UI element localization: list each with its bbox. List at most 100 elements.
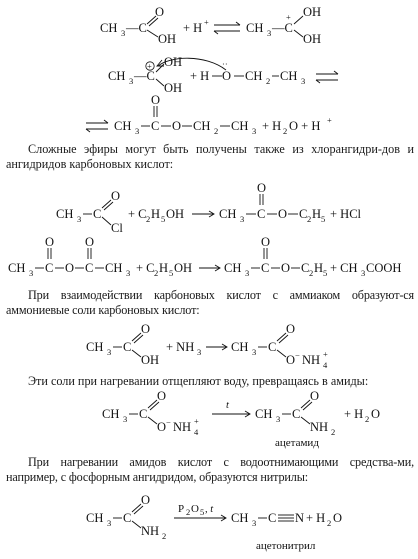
svg-text:+ NH: + NH <box>166 340 194 354</box>
eq7-heating-arrow: t <box>212 400 251 418</box>
svg-text:O: O <box>261 235 270 249</box>
svg-text:O: O <box>257 181 266 195</box>
svg-text:C: C <box>151 119 159 133</box>
svg-text:CH: CH <box>255 407 272 421</box>
svg-text:O: O <box>310 389 319 403</box>
svg-text:O: O <box>85 235 94 249</box>
svg-text:CH: CH <box>100 21 117 35</box>
svg-text:O: O <box>111 189 120 203</box>
svg-text:3: 3 <box>29 268 33 278</box>
svg-text:OH: OH <box>166 207 184 221</box>
svg-text:+ H: + H <box>262 119 281 133</box>
svg-text:NH: NH <box>302 353 320 367</box>
svg-text:O: O <box>333 511 342 525</box>
svg-text:O: O <box>157 420 166 434</box>
eq1-equilibrium-arrow <box>213 21 241 35</box>
eq6-acetic-acid: CH 3 C O OH <box>86 322 159 367</box>
svg-text:H: H <box>314 261 323 275</box>
svg-text:N: N <box>295 511 304 525</box>
svg-text:O: O <box>286 322 295 336</box>
svg-text:2: 2 <box>365 414 369 424</box>
eq7-water: + H 2 O <box>344 407 380 424</box>
svg-text:C: C <box>85 261 93 275</box>
svg-text:CH: CH <box>86 340 103 354</box>
svg-text:2: 2 <box>283 126 287 136</box>
svg-text:CH: CH <box>114 119 131 133</box>
svg-text:O: O <box>172 119 181 133</box>
svg-text:+: + <box>147 61 152 71</box>
svg-text:3: 3 <box>240 214 244 224</box>
paragraph-ammonium-salts: При взаимодействии карбоновых кислот с а… <box>6 288 414 317</box>
svg-text:OH: OH <box>158 32 176 46</box>
eq3-products: + H 2 O + H + <box>262 115 332 136</box>
svg-text:O: O <box>45 235 54 249</box>
eq4-ester-product: CH 3 C O O C 2 H 5 + HCl <box>219 181 362 224</box>
svg-text:O: O <box>141 493 150 507</box>
eq6-ammonia: + NH 3 <box>166 340 201 357</box>
arrow-head <box>156 59 164 67</box>
svg-text:H: H <box>312 207 321 221</box>
positive-charge-circle <box>145 61 155 71</box>
svg-text:2: 2 <box>266 76 270 86</box>
svg-text:2: 2 <box>186 507 190 517</box>
svg-text:2: 2 <box>146 214 150 224</box>
svg-text:+: + <box>204 17 209 27</box>
svg-text:3: 3 <box>252 518 256 528</box>
eq4-ethanol: + C 2 H 5 OH <box>128 207 184 224</box>
svg-text:, t: , t <box>205 504 214 515</box>
svg-text:3: 3 <box>245 268 249 278</box>
paragraph-amides-to-nitriles: При нагревании амидов кислот с водоотним… <box>6 455 414 484</box>
svg-text:CH: CH <box>280 69 297 83</box>
svg-text:O: O <box>151 93 160 107</box>
svg-text:—C: —C <box>125 21 147 35</box>
svg-text:CH: CH <box>193 119 210 133</box>
paragraph-esters-from-acid-derivatives: Сложные эфиры могут быть получены также … <box>6 142 414 171</box>
svg-text:C: C <box>45 261 53 275</box>
svg-text:+ C: + C <box>128 207 147 221</box>
svg-text:OH: OH <box>303 32 321 46</box>
paragraph-salts-to-amides: Эти соли при нагревании отщепляют воду, … <box>28 374 369 388</box>
svg-text:OH: OH <box>164 81 182 95</box>
svg-text:NH: NH <box>141 524 159 538</box>
svg-text:CH: CH <box>231 119 248 133</box>
svg-text:3: 3 <box>276 414 280 424</box>
svg-text:+ H: + H <box>344 407 363 421</box>
svg-text:5: 5 <box>161 214 165 224</box>
eq5-ethanol: + C 2 H 5 OH <box>136 261 192 278</box>
svg-text:O: O <box>65 261 74 275</box>
svg-text:3: 3 <box>121 28 125 38</box>
svg-text:NH: NH <box>310 420 328 434</box>
svg-text:−: − <box>166 417 171 427</box>
svg-text:C: C <box>123 511 131 525</box>
svg-text:3: 3 <box>135 126 139 136</box>
svg-text:2: 2 <box>162 531 166 541</box>
svg-text:CH: CH <box>219 207 236 221</box>
eq2-cation: CH 3 —C + OH OH <box>108 55 182 95</box>
svg-text:5: 5 <box>200 507 204 517</box>
svg-text:3: 3 <box>252 126 256 136</box>
eq1-proton: + H + <box>183 17 209 35</box>
svg-text:CH: CH <box>231 340 248 354</box>
eq4-arrow <box>192 210 215 218</box>
svg-text:2: 2 <box>309 268 313 278</box>
electron-shift-arrow <box>157 57 227 71</box>
svg-text:NH: NH <box>173 420 191 434</box>
svg-text:+ H: + H <box>306 511 325 525</box>
svg-text:3: 3 <box>129 76 133 86</box>
svg-text:C: C <box>301 261 309 275</box>
eq8-acetamide: CH 3 C O NH 2 <box>86 493 166 541</box>
svg-text:O: O <box>278 207 287 221</box>
svg-text:+ H: + H <box>183 21 202 35</box>
eq7-ammonium-acetate: CH 3 C O O − NH 4 + <box>102 389 199 437</box>
svg-text:C: C <box>123 340 131 354</box>
svg-text:O: O <box>141 322 150 336</box>
svg-text:3: 3 <box>126 268 130 278</box>
svg-text:O: O <box>281 261 290 275</box>
svg-text:3: 3 <box>301 76 305 86</box>
